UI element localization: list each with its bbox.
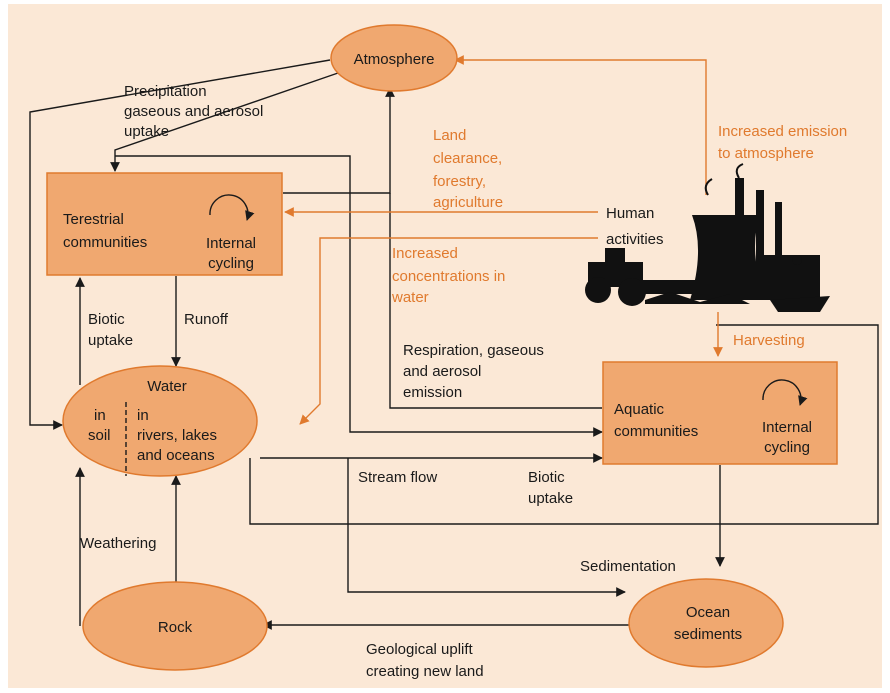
cycle-icon [209,194,255,221]
water-rivers-line3: and oceans [137,447,215,464]
node-terrestrial-communities: Terestrial communities Internal cycling [46,172,283,276]
water-soil-line1: in [94,407,106,424]
arrow-increased-emission [454,55,707,195]
precipitation-line2: gaseous and aerosol [124,103,263,120]
line-outer-loop [249,324,879,525]
label-harvesting: Harvesting [733,332,805,349]
precipitation-line1: Precipitation [124,83,207,100]
atmosphere-label: Atmosphere [354,51,435,68]
increased-emission-line2: to atmosphere [718,145,814,162]
respiration-line1: Respiration, gaseous [403,342,544,359]
terrestrial-cycling-line2: cycling [208,255,254,272]
label-biotic-uptake-left: Biotic uptake [88,311,133,349]
arrow-increased-concentrations [299,237,598,425]
biotic-uptake-left-line2: uptake [88,332,133,349]
biotic-uptake-right-line2: uptake [528,490,573,507]
label-increased-concentrations: Increased concentrations in water [391,245,505,306]
land-clearance-line3: forestry, [433,173,486,190]
arrow-water-to-ocean [347,458,626,597]
geological-line1: Geological uplift [366,641,474,658]
arrow-atmosphere-to-water [29,59,331,430]
node-atmosphere: Atmosphere [330,24,458,92]
water-rivers-line2: rivers, lakes [137,427,217,444]
cycle-icon [762,379,808,406]
increased-conc-line3: water [391,289,429,306]
node-ocean-sediments: Ocean sediments [628,578,784,668]
aquatic-cycling-line1: Internal [762,419,812,436]
human-line1: Human [606,205,654,222]
increased-conc-line1: Increased [392,245,458,262]
land-clearance-line2: clearance, [433,150,502,167]
node-aquatic-communities: Aquatic communities Internal cycling [602,361,838,465]
aquatic-label-line2: communities [614,423,698,440]
terrestrial-label-line2: communities [63,234,147,251]
terrestrial-label-line1: Terestrial [63,211,124,228]
diagram-background [8,4,882,688]
water-soil-line2: soil [88,427,111,444]
label-increased-emission: Increased emission to atmosphere [718,123,847,162]
water-rivers-line1: in [137,407,149,424]
label-biotic-uptake-right: Biotic uptake [528,469,573,507]
land-clearance-line1: Land [433,127,466,144]
label-human-activities: Human activities [606,205,664,248]
aquatic-cycling-line2: cycling [764,439,810,456]
label-land-clearance: Land clearance, forestry, agriculture [433,127,503,211]
arrow-aquatic-to-atmosphere [389,193,602,409]
aquatic-label-line1: Aquatic [614,401,665,418]
label-runoff: Runoff [184,311,229,328]
node-water: Water in soil in rivers, lakes and ocean… [62,365,258,477]
label-respiration: Respiration, gaseous and aerosol emissio… [403,342,544,401]
water-label: Water [147,378,186,395]
terrestrial-cycling-line1: Internal [206,235,256,252]
industry-silhouette-icon [585,163,830,312]
geological-line2: creating new land [366,663,484,680]
label-stream-flow: Stream flow [358,469,437,486]
respiration-line2: and aerosol [403,363,481,380]
land-clearance-line4: agriculture [433,194,503,211]
respiration-line3: emission [403,384,462,401]
ocean-label-line2: sediments [674,626,742,643]
biotic-uptake-right-line1: Biotic [528,469,565,486]
human-line2: activities [606,231,664,248]
label-sedimentation: Sedimentation [580,558,676,575]
increased-emission-line1: Increased emission [718,123,847,140]
node-rock: Rock [82,581,268,671]
rock-label: Rock [158,619,193,636]
biotic-uptake-left-line1: Biotic [88,311,125,328]
arrow-atmosphere-to-aquatic [115,155,603,437]
precipitation-line3: uptake [124,123,169,140]
label-geological-uplift: Geological uplift creating new land [366,641,484,680]
ocean-label-line1: Ocean [686,604,730,621]
label-precipitation: Precipitation gaseous and aerosol uptake [124,83,263,140]
increased-conc-line2: concentrations in [392,268,505,285]
arrow-atmosphere-to-terrestrial [110,72,339,172]
label-weathering: Weathering [80,535,156,552]
